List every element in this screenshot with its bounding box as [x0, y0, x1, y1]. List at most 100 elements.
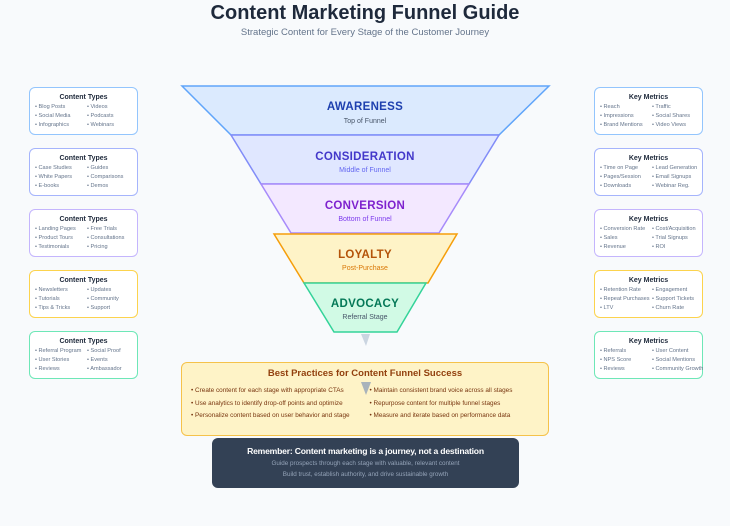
card-item: NPS Score [600, 356, 652, 365]
reminder-line-1: Guide prospects through each stage with … [271, 460, 460, 467]
best-practice-item: Use analytics to identify drop-off point… [191, 398, 370, 411]
card-item: ROI [652, 243, 708, 252]
card-item: Referrals [600, 347, 652, 356]
best-practice-item: Personalize content based on user behavi… [191, 410, 370, 423]
card-title: Key Metrics [628, 277, 669, 284]
card-item: Pricing [87, 243, 143, 252]
best-practices-left-column: Create content for each stage with appro… [191, 385, 370, 423]
card-item: Consultations [87, 234, 143, 243]
card-item: Tutorials [35, 295, 87, 304]
card-item: Video Views [652, 121, 708, 130]
stage-conversion-sub: Bottom of Funnel [338, 216, 392, 223]
card-item: Lead Generation [652, 164, 708, 173]
content-types-card-consideration: Content Types Case Studies Guides White … [29, 148, 138, 196]
card-item: Social Proof [87, 347, 143, 356]
card-item: Tips & Tricks [35, 304, 87, 313]
content-types-card-awareness: Content Types Blog Posts Videos Social M… [29, 87, 138, 135]
card-item: Time on Page [600, 164, 652, 173]
content-types-card-loyalty: Content Types Newsletters Updates Tutori… [29, 270, 138, 318]
card-item: Ambassador [87, 365, 143, 374]
page-subtitle: Strategic Content for Every Stage of the… [240, 27, 490, 38]
content-types-card-advocacy: Content Types Referral Program Social Pr… [29, 331, 138, 379]
best-practice-item: Measure and iterate based on performance… [370, 410, 549, 423]
card-item: Free Trials [87, 225, 143, 234]
card-item: Updates [87, 286, 143, 295]
card-item: Cost/Acquisition [652, 225, 708, 234]
stage-awareness-label: AWARENESS [326, 101, 404, 113]
reminder-line-2: Build trust, establish authority, and dr… [282, 471, 449, 478]
card-item: User Stories [35, 356, 87, 365]
key-metrics-card-conversion: Key Metrics Conversion Rate Cost/Acquisi… [594, 209, 703, 257]
card-item: Webinar Reg. [652, 182, 708, 191]
key-metrics-card-loyalty: Key Metrics Retention Rate Engagement Re… [594, 270, 703, 318]
best-practice-item: Maintain consistent brand voice across a… [370, 385, 549, 398]
card-title: Key Metrics [628, 216, 669, 223]
key-metrics-card-consideration: Key Metrics Time on Page Lead Generation… [594, 148, 703, 196]
card-item: Referral Program [35, 347, 87, 356]
card-title: Key Metrics [628, 155, 669, 162]
key-metrics-card-advocacy: Key Metrics Referrals User Content NPS S… [594, 331, 703, 379]
card-item: Infographics [35, 121, 87, 130]
funnel-stage-conversion [259, 183, 471, 234]
stage-awareness-sub: Top of Funnel [343, 118, 387, 125]
card-item: Traffic [652, 103, 708, 112]
card-item: Brand Mentions [600, 121, 652, 130]
card-item: Sales [600, 234, 652, 243]
key-metrics-card-awareness: Key Metrics Reach Traffic Impressions So… [594, 87, 703, 135]
down-arrow-icon [361, 382, 371, 395]
card-item: Engagement [652, 286, 708, 295]
card-item: Demos [87, 182, 143, 191]
card-item: Newsletters [35, 286, 87, 295]
card-item: Support [87, 304, 143, 313]
stage-loyalty-sub: Post-Purchase [342, 265, 388, 272]
best-practices-right-column: Maintain consistent brand voice across a… [370, 385, 549, 423]
funnel-stage-loyalty [272, 233, 459, 284]
reminder-title: Remember: Content marketing is a journey… [247, 446, 484, 456]
card-item: Webinars [87, 121, 143, 130]
card-item: Landing Pages [35, 225, 87, 234]
best-practices-panel: Best Practices for Content Funnel Succes… [181, 362, 549, 436]
card-item: Case Studies [35, 164, 87, 173]
card-title: Content Types [59, 216, 108, 223]
card-item: Comparisons [87, 173, 143, 182]
stage-advocacy-label: ADVOCACY [330, 298, 400, 310]
card-item: Community Growth [652, 365, 708, 374]
card-item: Blog Posts [35, 103, 87, 112]
card-item: Downloads [600, 182, 652, 191]
stage-advocacy-sub: Referral Stage [342, 314, 388, 321]
card-item: LTV [600, 304, 652, 313]
card-item: User Content [652, 347, 708, 356]
card-item: Retention Rate [600, 286, 652, 295]
card-title: Key Metrics [628, 338, 669, 345]
card-item: Conversion Rate [600, 225, 652, 234]
stage-conversion-label: CONVERSION [324, 200, 406, 212]
card-item: Revenue [600, 243, 652, 252]
card-item: Pages/Session [600, 173, 652, 182]
card-item: Testimonials [35, 243, 87, 252]
card-item: Email Signups [652, 173, 708, 182]
stage-consideration-label: CONSIDERATION [315, 151, 415, 163]
card-title: Content Types [59, 277, 108, 284]
card-item: Videos [87, 103, 143, 112]
stage-loyalty-label: LOYALTY [338, 249, 392, 261]
card-item: Repeat Purchases [600, 295, 652, 304]
card-item: Reviews [600, 365, 652, 374]
card-item: Churn Rate [652, 304, 708, 313]
card-item: White Papers [35, 173, 87, 182]
card-item: Product Tours [35, 234, 87, 243]
funnel-stage-advocacy [302, 282, 428, 333]
card-title: Content Types [59, 155, 108, 162]
card-title: Key Metrics [628, 94, 669, 101]
card-item: Events [87, 356, 143, 365]
best-practice-item: Create content for each stage with appro… [191, 385, 370, 398]
card-item: Podcasts [87, 112, 143, 121]
card-item: Social Shares [652, 112, 708, 121]
card-item: Impressions [600, 112, 652, 121]
card-item: Support Tickets [652, 295, 708, 304]
card-item: Reach [600, 103, 652, 112]
card-item: Guides [87, 164, 143, 173]
card-item: Community [87, 295, 143, 304]
page-title: Content Marketing Funnel Guide [210, 2, 520, 24]
card-item: Social Mentions [652, 356, 708, 365]
